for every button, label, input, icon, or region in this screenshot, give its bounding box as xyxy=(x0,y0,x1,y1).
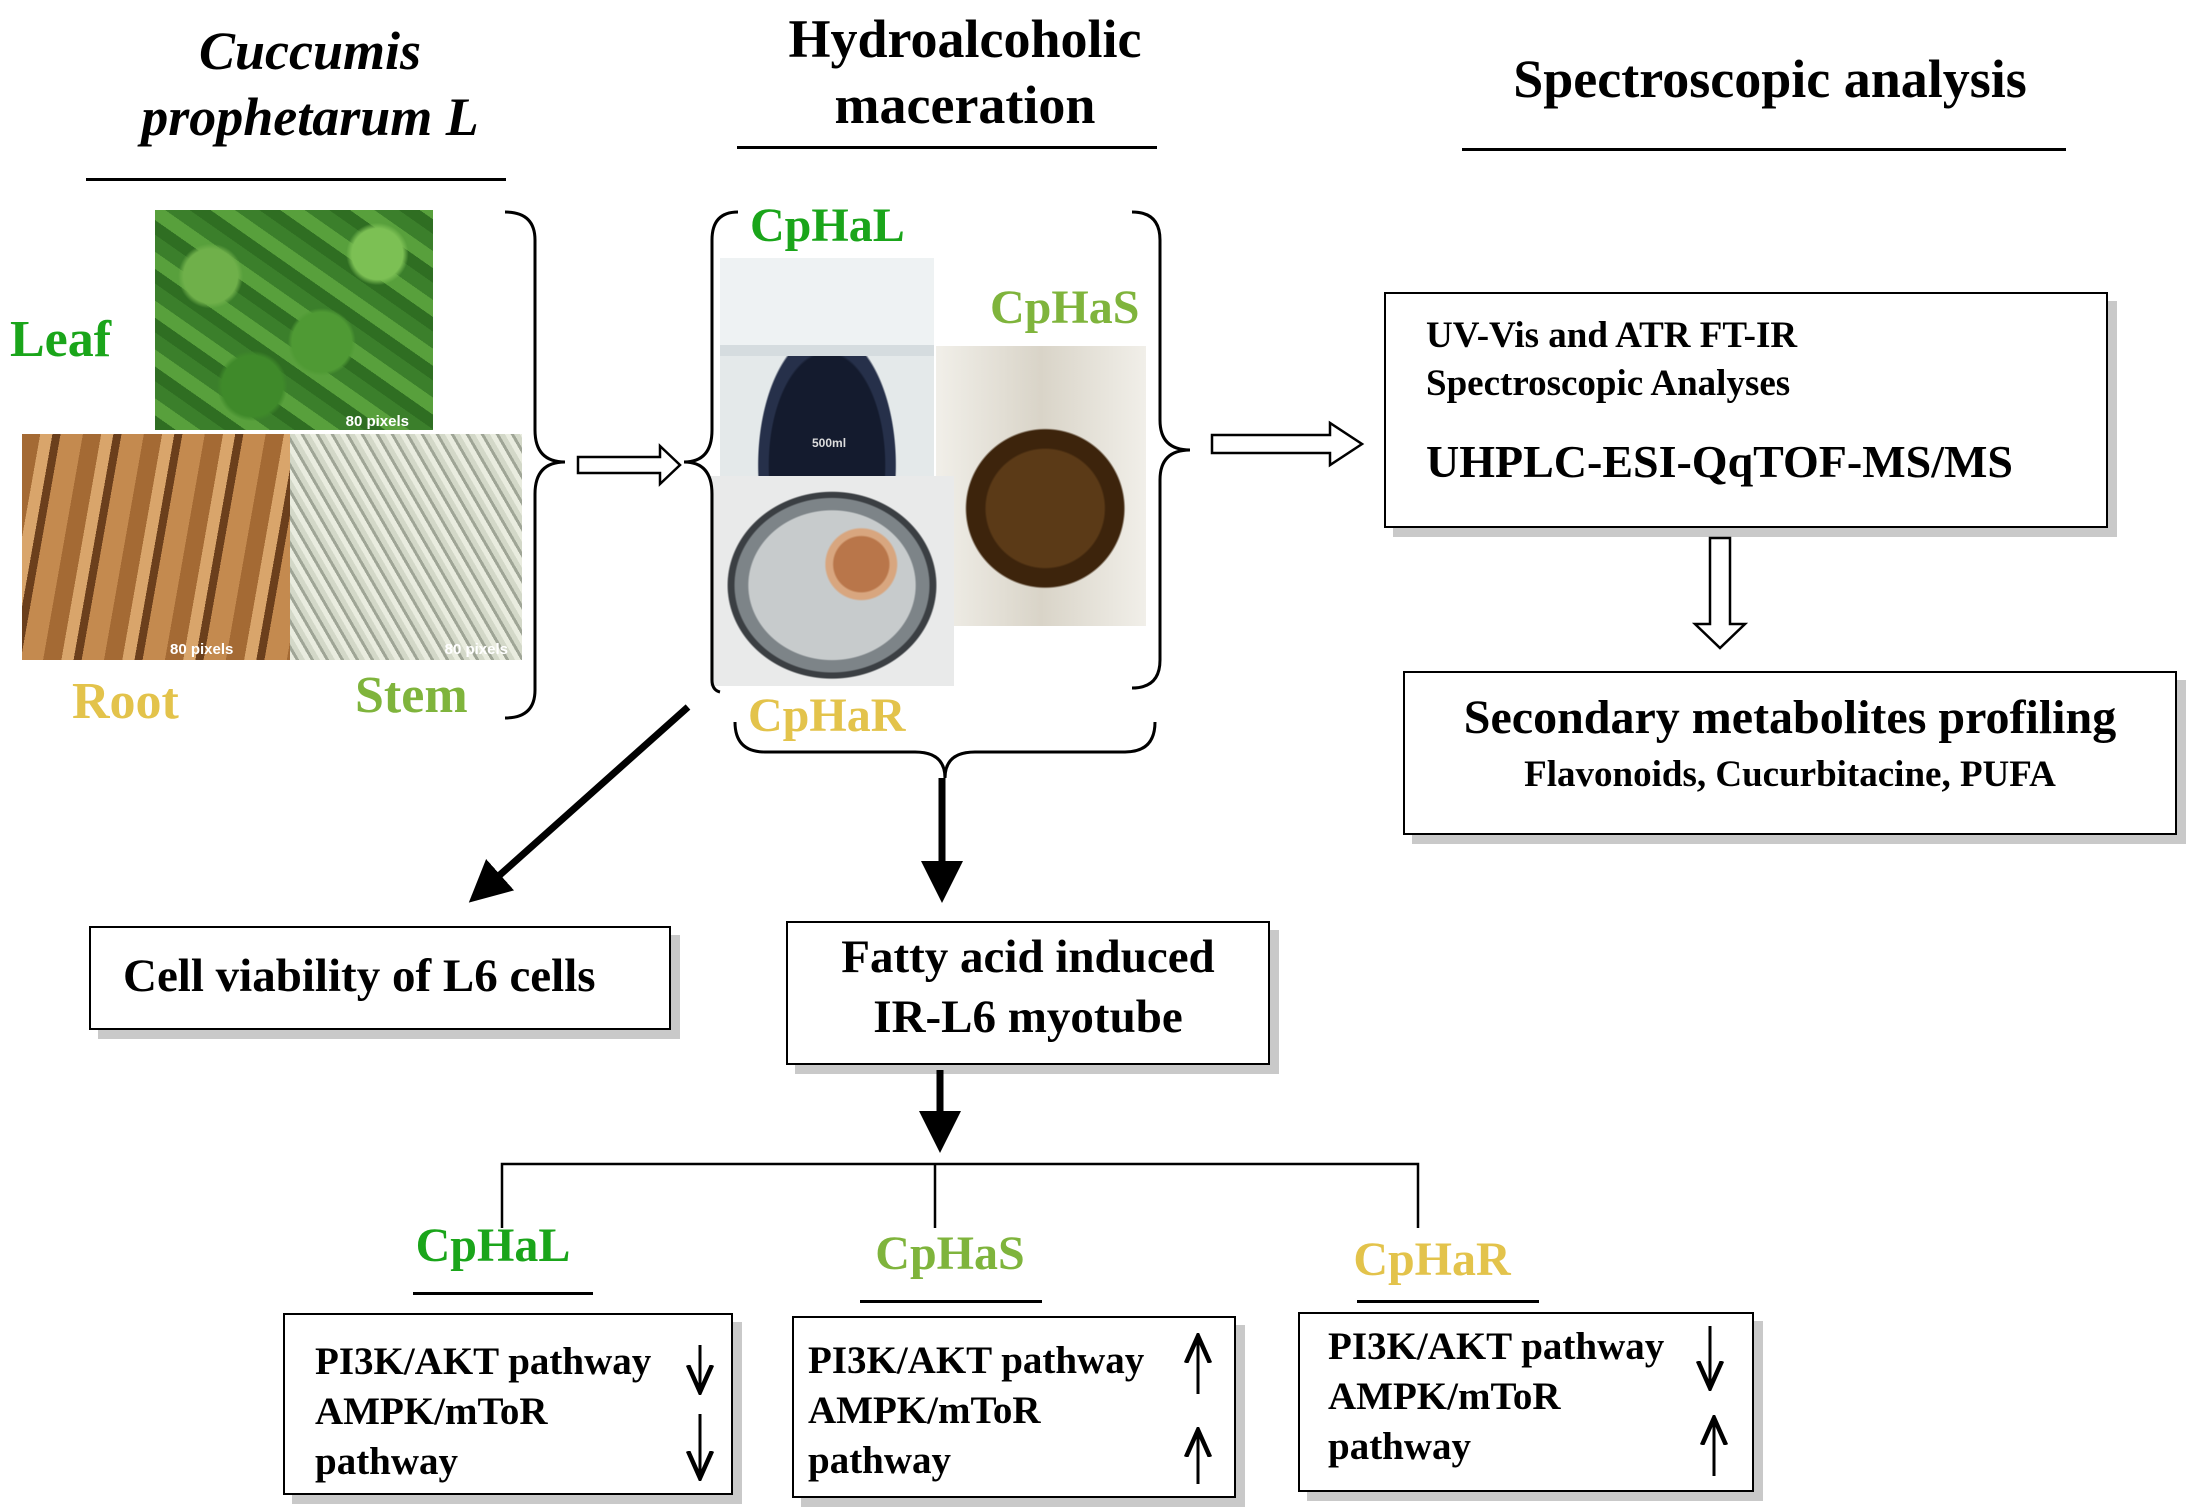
metabolites-box: Secondary metabolites profiling Flavonoi… xyxy=(1403,671,2177,835)
result-title-stem-underline xyxy=(860,1300,1042,1303)
plant-header-underline xyxy=(86,178,506,181)
maceration-header: Hydroalcoholic maceration xyxy=(715,6,1215,138)
plant-name-header: Cuccumis prophetarum L xyxy=(60,18,560,150)
plant-parts-brace xyxy=(504,210,566,720)
myotube-box: Fatty acid induced IR-L6 myotube xyxy=(786,921,1270,1065)
result-title-root-underline xyxy=(1357,1300,1539,1303)
spectro-line1: UV-Vis and ATR FT-IR xyxy=(1426,315,1798,356)
stem-scale-label: 80 pixels xyxy=(444,641,508,658)
stem-photo: 80 pixels xyxy=(290,434,522,660)
leaf-scale-label: 80 pixels xyxy=(345,413,409,430)
spectroscopy-to-metabolites-arrow xyxy=(1691,536,1749,650)
plant-name-line1: Cuccumis xyxy=(198,21,422,81)
result-stem-line3: pathway xyxy=(808,1439,952,1482)
spectro-line2: Spectroscopic Analyses xyxy=(1426,363,1791,404)
maceration-right-brace xyxy=(1131,210,1191,690)
result-title-leaf-underline xyxy=(413,1292,593,1295)
result-leaf-line2: AMPK/mToR xyxy=(315,1390,548,1433)
spectroscopy-header: Spectroscopic analysis xyxy=(1513,49,2027,109)
cell-viability-box: Cell viability of L6 cells xyxy=(89,926,671,1030)
extract-root-label: CpHaR xyxy=(748,689,906,742)
maceration-left-brace xyxy=(683,210,739,694)
result-title-root: CpHaR xyxy=(1353,1233,1511,1286)
plant-to-maceration-arrow xyxy=(576,443,682,487)
result-box-leaf: PI3K/AKT pathway AMPK/mToR pathway xyxy=(283,1313,733,1495)
myotube-line2: IR-L6 myotube xyxy=(873,991,1183,1043)
result-root-line2: AMPK/mToR xyxy=(1328,1375,1561,1418)
leaf-extract-flask-photo: 500ml xyxy=(720,258,934,476)
result-box-stem: PI3K/AKT pathway AMPK/mToR pathway xyxy=(792,1316,1236,1498)
metabolites-subtitle: Flavonoids, Cucurbitacine, PUFA xyxy=(1524,754,2056,795)
result-stem-line2: AMPK/mToR xyxy=(808,1389,1041,1432)
maceration-line1: Hydroalcoholic xyxy=(788,9,1142,69)
maceration-header-underline xyxy=(737,146,1157,149)
spectroscopy-methods-box: UV-Vis and ATR FT-IR Spectroscopic Analy… xyxy=(1384,292,2108,528)
root-extract-evaporator-photo xyxy=(710,476,954,686)
result-stem-line1: PI3K/AKT pathway xyxy=(808,1339,1145,1382)
myotube-line1: Fatty acid induced xyxy=(841,931,1215,983)
maceration-bottom-brace xyxy=(733,721,1157,779)
plant-name-line2: prophetarum L xyxy=(141,87,479,147)
extract-stem-label: CpHaS xyxy=(990,281,1140,334)
leaf-photo: 80 pixels xyxy=(155,210,433,430)
flask-volume-label: 500ml xyxy=(812,436,847,450)
result-title-leaf: CpHaL xyxy=(415,1219,571,1272)
root-label: Root xyxy=(72,673,179,730)
result-title-stem: CpHaS xyxy=(875,1227,1025,1280)
result-leaf-line1: PI3K/AKT pathway xyxy=(315,1340,652,1383)
results-tree xyxy=(500,1162,1420,1228)
leaf-label: Leaf xyxy=(10,311,112,368)
result-root-line1: PI3K/AKT pathway xyxy=(1328,1325,1665,1368)
stem-extract-flask-photo xyxy=(936,346,1146,626)
maceration-to-spectroscopy-arrow xyxy=(1210,420,1365,468)
metabolites-title: Secondary metabolites profiling xyxy=(1463,691,2117,744)
cell-viability-label: Cell viability of L6 cells xyxy=(123,950,596,1002)
spectroscopy-header-underline xyxy=(1462,148,2066,151)
result-leaf-line3: pathway xyxy=(315,1440,459,1483)
maceration-to-viability-arrow xyxy=(468,704,691,903)
result-root-line3: pathway xyxy=(1328,1425,1472,1468)
root-scale-label: 80 pixels xyxy=(170,641,234,658)
root-photo: 80 pixels xyxy=(22,434,290,660)
result-box-root: PI3K/AKT pathway AMPK/mToR pathway xyxy=(1298,1312,1754,1492)
extract-leaf-label: CpHaL xyxy=(750,199,905,252)
spectro-line3: UHPLC-ESI-QqTOF-MS/MS xyxy=(1426,436,2013,487)
maceration-line2: maceration xyxy=(834,75,1096,135)
stem-label: Stem xyxy=(355,667,468,724)
